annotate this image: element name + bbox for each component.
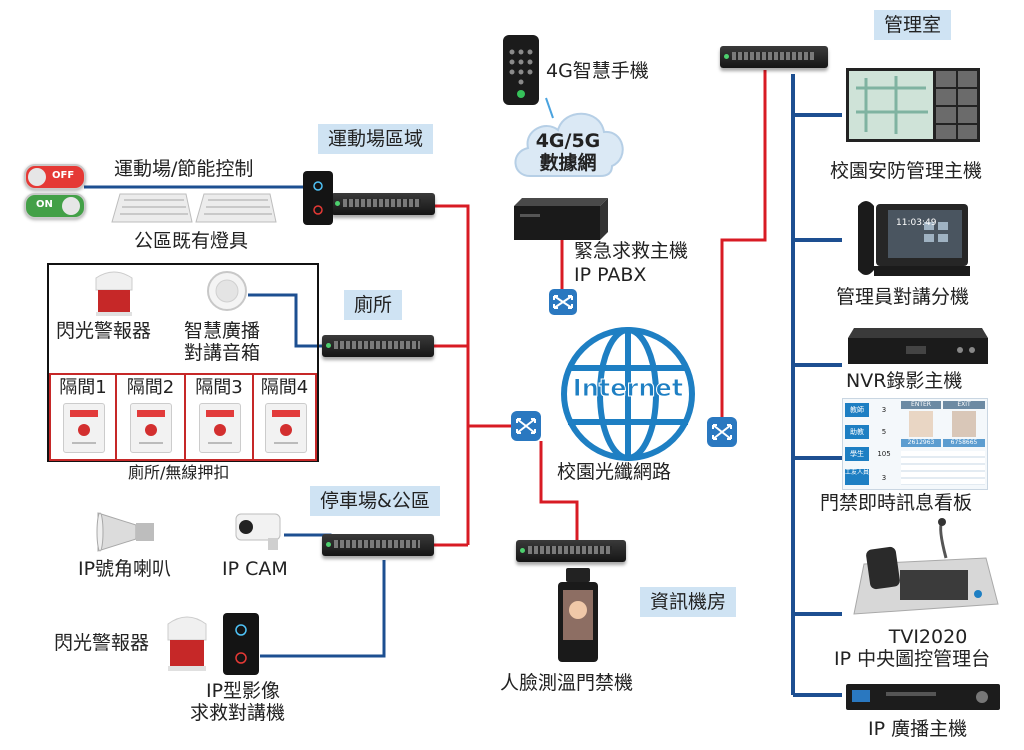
router-icon <box>549 289 577 315</box>
ip-cam-label: IP CAM <box>222 558 288 580</box>
nvr-icon <box>848 328 988 364</box>
photo-avatar <box>909 411 933 437</box>
flash-alarm-icon <box>167 616 207 671</box>
campus-security-host-label: 校園安防管理主機 <box>830 160 983 182</box>
router-icon <box>511 411 541 441</box>
internet-label: Internet <box>572 374 684 403</box>
network-switch <box>322 534 434 556</box>
flash-alarm-label-restroom: 閃光警報器 <box>56 320 152 342</box>
board-header-enter: ENTER <box>901 401 941 409</box>
board-id-right: 6758665 <box>943 439 985 447</box>
blue-link-intercom <box>260 560 386 658</box>
stall-2-label: 隔間2 <box>126 377 175 398</box>
console-label-line1: TVI2020 <box>888 626 968 648</box>
router-icon <box>707 417 737 447</box>
admin-intercom-label: 管理員對講分機 <box>836 286 970 308</box>
internet-globe-icon <box>561 327 695 461</box>
face-access-label: 人臉測溫門禁機 <box>500 672 634 694</box>
stall-2: 隔間2 <box>115 373 186 461</box>
flash-alarm-icon <box>95 271 133 316</box>
cloud-label-line1: 4G/5G <box>535 130 601 152</box>
zone-parking: 停車場&公區 <box>310 486 440 516</box>
smartphone-label: 4G智慧手機 <box>546 60 649 82</box>
off-toggle-label: OFF <box>52 170 75 181</box>
ip-pabx-label: IP PABX <box>574 264 647 286</box>
panic-button-icon <box>63 403 105 453</box>
access-board-label: 門禁即時訊息看板 <box>820 492 973 514</box>
horn-speaker-icon <box>96 512 154 552</box>
security-monitor-icon <box>846 68 980 142</box>
ip-camera-icon <box>235 513 281 550</box>
restroom-frame <box>47 263 319 462</box>
cloud-label-line2: 數據網 <box>539 152 597 174</box>
board-header-exit: EXIT <box>943 401 985 409</box>
sports-control-label: 運動場/節能控制 <box>114 158 254 180</box>
board-row-3-value: 105 <box>877 450 891 458</box>
console-icon <box>853 518 999 615</box>
red-link-sports <box>432 204 470 545</box>
access-board: 教師 3 助教 5 學生 105 工友人員 3 ENTER EXIT 26129… <box>842 398 988 490</box>
network-switch <box>516 540 626 562</box>
network-switch <box>322 335 434 357</box>
board-log-list <box>901 451 985 485</box>
restroom-caption: 廁所/無線押扣 <box>128 463 230 482</box>
zone-sports-area: 運動場區域 <box>318 124 434 154</box>
broadcast-host-icon <box>846 684 1000 710</box>
stall-1: 隔間1 <box>49 373 117 461</box>
light-fixture-icon <box>111 193 277 223</box>
on-toggle[interactable]: ON <box>24 193 86 219</box>
board-row-4-value: 3 <box>881 474 887 482</box>
network-switch <box>331 193 435 215</box>
board-row-1-value: 3 <box>881 406 887 414</box>
board-row-1-label: 教師 <box>845 403 869 417</box>
board-row-2-label: 助教 <box>845 425 869 439</box>
console-label-line2: IP 中央圖控管理台 <box>834 648 991 670</box>
red-link-datacenter <box>539 441 579 540</box>
photo-avatar <box>952 411 976 437</box>
board-row-4-label: 工友人員 <box>845 469 869 485</box>
panic-button-icon <box>265 403 307 453</box>
nvr-label: NVR錄影主機 <box>846 370 963 392</box>
network-switch <box>720 46 828 68</box>
zone-data-center: 資訊機房 <box>640 587 737 617</box>
ceiling-speaker-icon <box>207 271 247 311</box>
intercom-panel-icon <box>303 171 333 225</box>
board-row-2-value: 5 <box>881 428 887 436</box>
face-access-device-icon <box>558 568 598 662</box>
panic-button-icon <box>130 403 172 453</box>
intercom-label-line2: 求救對講機 <box>190 702 286 724</box>
horn-label: IP號角喇叭 <box>78 558 172 580</box>
speaker-label-line2: 對講音箱 <box>184 342 261 364</box>
panic-button-icon <box>199 403 241 453</box>
emergency-host-label: 緊急求救主機 <box>574 240 689 262</box>
stall-4-label: 隔間4 <box>260 377 309 398</box>
broadcast-host-label: IP 廣播主機 <box>868 718 968 740</box>
phone-clock: 11:03:49 <box>896 218 937 228</box>
video-intercom-icon <box>223 613 259 675</box>
zone-restroom: 廁所 <box>344 290 403 320</box>
stall-4: 隔間4 <box>252 373 317 461</box>
stall-1-label: 隔間1 <box>59 377 107 398</box>
wireless-signal <box>545 97 554 119</box>
blue-link-speaker <box>248 293 336 348</box>
campus-network-label: 校園光纖網路 <box>557 461 672 483</box>
stall-3-label: 隔間3 <box>195 377 243 398</box>
speaker-label-line1: 智慧廣播 <box>184 320 261 342</box>
emergency-host-icon <box>514 198 608 240</box>
flash-alarm-label-parking: 閃光警報器 <box>54 632 150 654</box>
off-toggle[interactable]: OFF <box>24 164 86 190</box>
intercom-label-line1: IP型影像 <box>206 680 281 702</box>
board-row-3-label: 學生 <box>845 447 869 461</box>
board-id-left: 2612963 <box>901 439 941 447</box>
on-toggle-label: ON <box>36 199 53 210</box>
stall-3: 隔間3 <box>184 373 254 461</box>
admin-intercom-phone-icon <box>858 201 970 276</box>
public-lights-label: 公區既有燈具 <box>134 230 249 252</box>
smartphone-icon <box>503 35 539 105</box>
cloud-icon <box>514 112 624 177</box>
red-link-mgmt <box>720 70 767 425</box>
zone-management-room: 管理室 <box>874 10 952 40</box>
